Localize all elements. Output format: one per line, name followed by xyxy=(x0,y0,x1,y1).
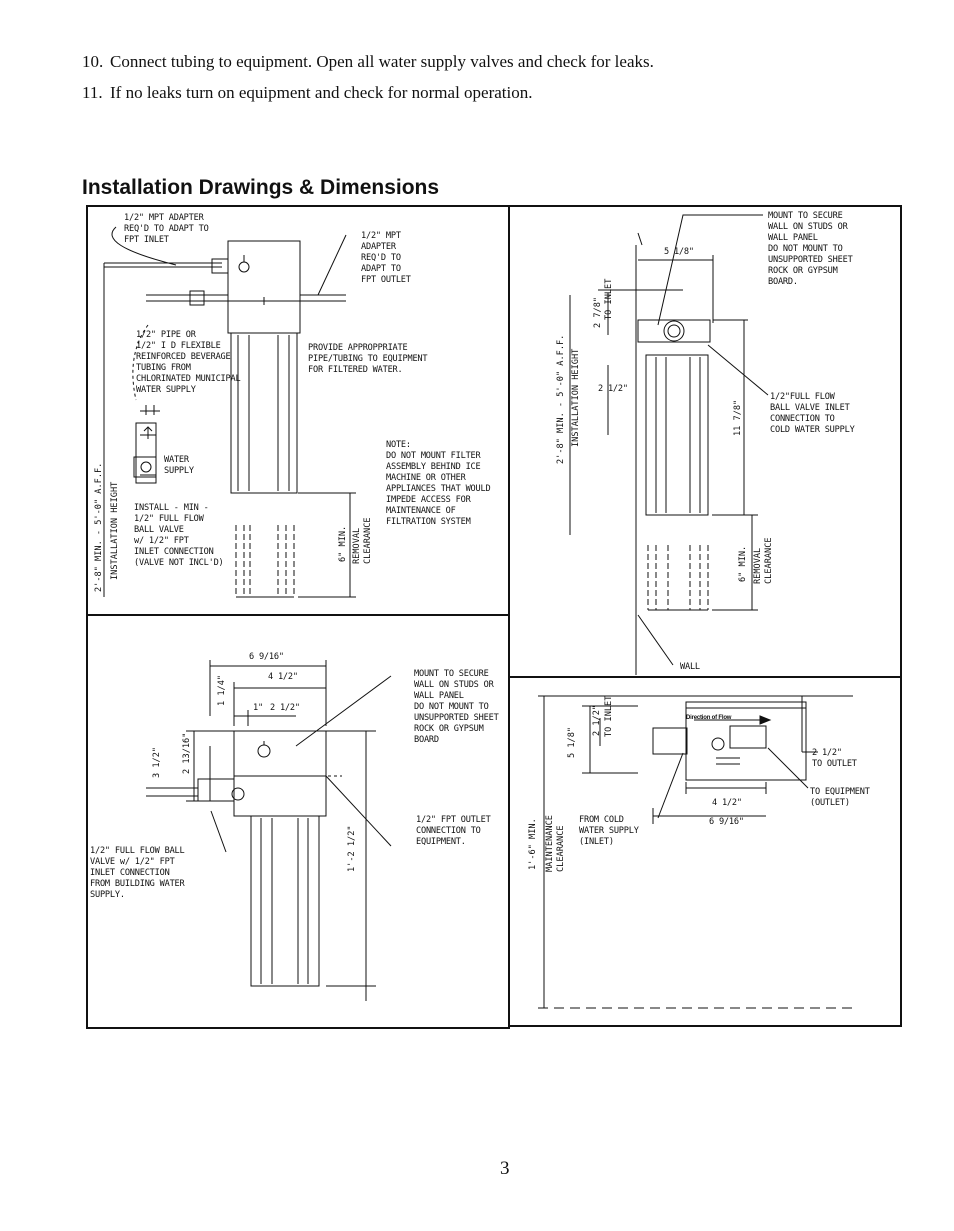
tr-valve-note: 1/2"FULL FLOW BALL VALVE INLET CONNECTIO… xyxy=(770,392,855,435)
tr-dim-11-7-8: 11 7/8" xyxy=(733,399,743,436)
tr-removal-label: REMOVAL CLEARANCE xyxy=(753,537,774,584)
step-number: 10. xyxy=(82,52,104,71)
br-from-cold-label: FROM COLD WATER SUPPLY (INLET) xyxy=(579,815,639,847)
tr-removal-dim: 6" MIN. xyxy=(738,545,748,582)
bl-outlet-note: 1/2" FPT OUTLET CONNECTION TO EQUIPMENT. xyxy=(416,815,491,847)
tl-water-supply-label: WATER SUPPLY xyxy=(164,455,194,476)
br-dim-2-1-2-in: 2 1/2" xyxy=(592,704,602,736)
step-text: If no leaks turn on equipment and check … xyxy=(110,83,533,102)
divider-right xyxy=(508,676,902,678)
tr-to-inlet: TO INLET xyxy=(604,278,614,320)
tl-height-label: INSTALLATION HEIGHT xyxy=(110,481,120,580)
bl-dim-6-9-16: 6 9/16" xyxy=(249,652,284,662)
tl-adapter-inlet-label: 1/2" MPT ADAPTER REQ'D TO ADAPT TO FPT I… xyxy=(124,213,209,245)
tl-height-range: 2'-8" MIN. - 5'-0" A.F.F. xyxy=(94,462,104,592)
filter-side-elevation-drawing xyxy=(86,205,510,615)
tr-mount-note: MOUNT TO SECURE WALL ON STUDS OR WALL PA… xyxy=(768,211,853,287)
bl-mount-note: MOUNT TO SECURE WALL ON STUDS OR WALL PA… xyxy=(414,669,499,745)
tl-note: NOTE: DO NOT MOUNT FILTER ASSEMBLY BEHIN… xyxy=(386,440,491,527)
tl-removal-label: REMOVAL CLEARANCE xyxy=(352,517,373,564)
section-title: Installation Drawings & Dimensions xyxy=(82,176,440,199)
bl-dim-4-1-2: 4 1/2" xyxy=(268,672,298,682)
filter-front-dimensions-drawing xyxy=(86,616,510,1028)
bl-dim-1: 1" xyxy=(253,703,263,713)
page-number: 3 xyxy=(500,1158,510,1179)
tl-removal-dim: 6" MIN. xyxy=(338,525,348,562)
divider-left xyxy=(86,614,510,616)
br-maint-dim: 1'-6" MIN. xyxy=(528,818,538,870)
tl-pipe-note: 1/2" PIPE OR 1/2" I D FLEXIBLE REINFORCE… xyxy=(136,330,241,395)
tr-dim-2-1-2: 2 1/2" xyxy=(598,384,628,394)
step-text: Connect tubing to equipment. Open all wa… xyxy=(110,52,654,71)
tr-dim-5-1-8: 5 1/8" xyxy=(664,247,694,257)
drawing-frame-right xyxy=(508,205,902,1027)
bl-dim-2-1-2: 2 1/2" xyxy=(270,703,300,713)
tr-height-range: 2'-8" MIN. - 5'-0" A.F.F. xyxy=(556,334,566,464)
filter-head-plan-drawing xyxy=(508,678,902,1028)
tl-adapter-outlet-label: 1/2" MPT ADAPTER REQ'D TO ADAPT TO FPT O… xyxy=(361,231,411,285)
bl-dim-1-2-1-2: 1'-2 1/2" xyxy=(347,825,357,872)
step-number: 11. xyxy=(82,83,103,102)
br-dim-5-1-8: 5 1/8" xyxy=(567,726,577,758)
br-dim-6-9-16: 6 9/16" xyxy=(709,817,744,827)
filter-top-view-drawing xyxy=(508,205,902,677)
tl-install-note: INSTALL - MIN - 1/2" FULL FLOW BALL VALV… xyxy=(134,503,224,568)
tr-height-label: INSTALLATION HEIGHT xyxy=(571,348,581,447)
tr-wall-label: WALL xyxy=(680,662,700,672)
br-dim-4-1-2: 4 1/2" xyxy=(712,798,742,808)
br-flow-label: Direction of Flow xyxy=(686,715,732,721)
tl-provide-note: PROVIDE APPROPPRIATE PIPE/TUBING TO EQUI… xyxy=(308,343,428,375)
br-maint-label: MAINTENANCE CLEARANCE xyxy=(545,815,566,872)
bl-dim-2-13-16: 2 13/16" xyxy=(182,732,192,774)
tr-dim-2-7-8: 2 7/8" xyxy=(593,296,603,328)
step-10: 10. Connect tubing to equipment. Open all… xyxy=(82,52,654,72)
br-to-inlet: TO INLET xyxy=(604,695,614,737)
bl-dim-3-1-2: 3 1/2" xyxy=(152,746,162,778)
br-dim-2-1-2-out: 2 1/2" TO OUTLET xyxy=(812,748,857,769)
br-to-equipment: TO EQUIPMENT (OUTLET) xyxy=(810,787,870,808)
step-11: 11. If no leaks turn on equipment and che… xyxy=(82,83,533,103)
bl-valve-note: 1/2" FULL FLOW BALL VALVE w/ 1/2" FPT IN… xyxy=(90,846,185,900)
bl-dim-1-1-4: 1 1/4" xyxy=(217,674,227,706)
